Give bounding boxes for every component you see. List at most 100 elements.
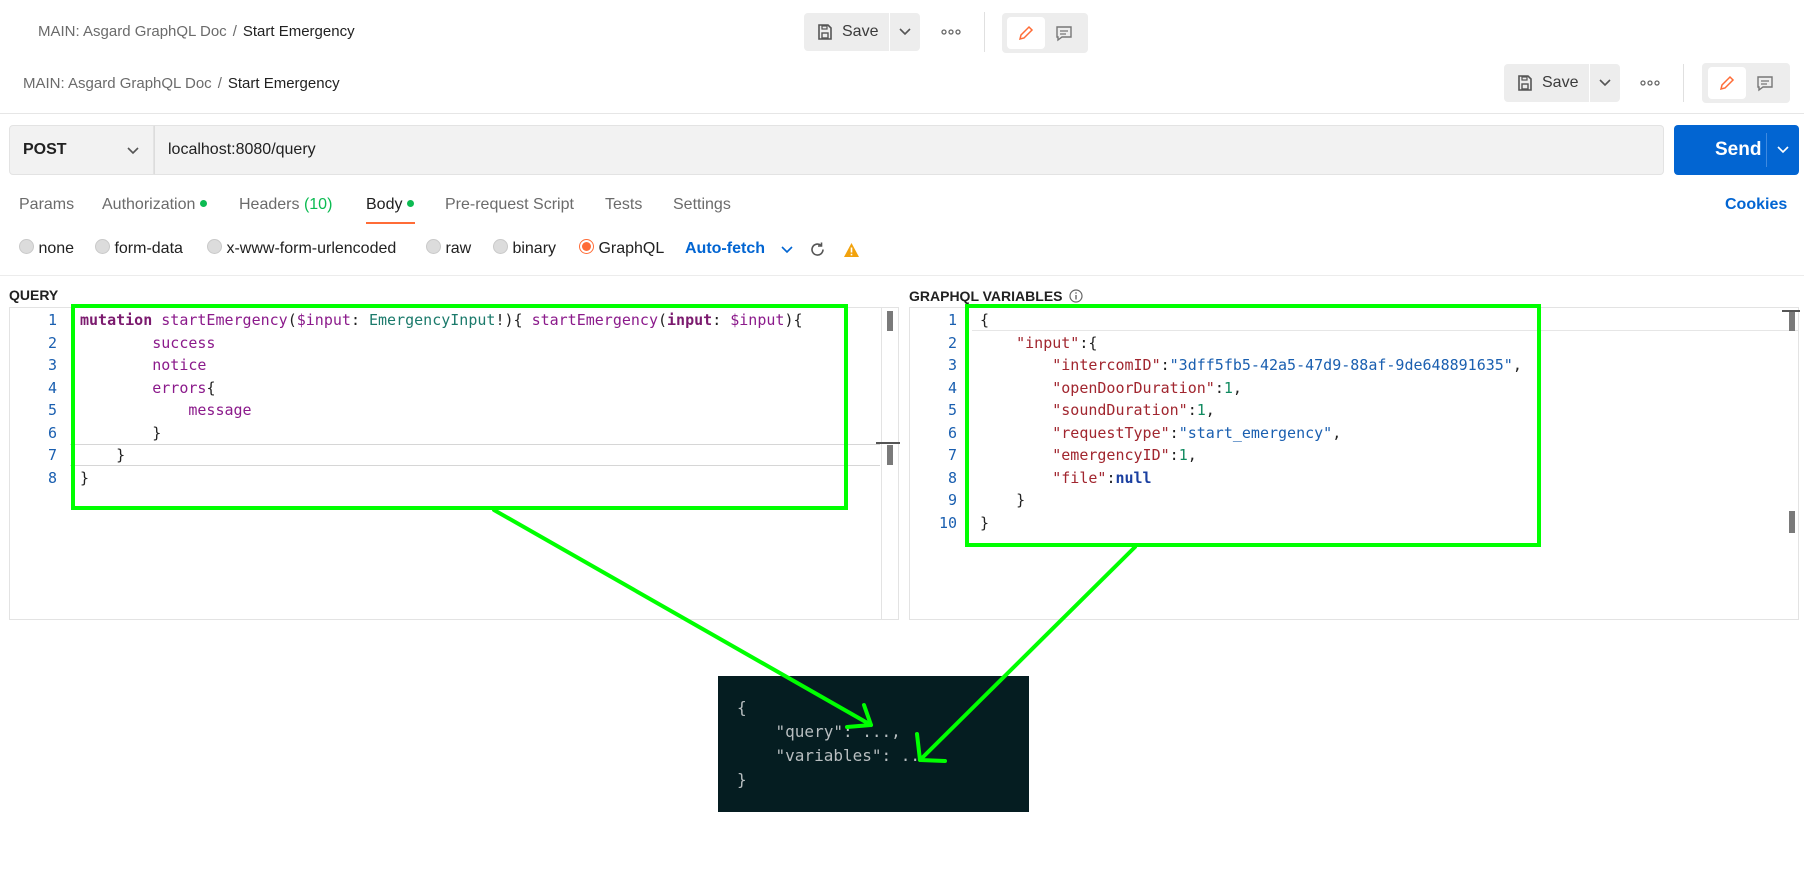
ghost-comment-icon[interactable] [1045,17,1083,49]
active-tab-indicator [366,222,415,224]
code-line: "requestType":"start_emergency", [1052,423,1342,442]
arrow-to-variables [918,545,1137,762]
save-icon [1518,75,1532,91]
comment-icon[interactable] [1746,67,1784,99]
radio-x-www-form-urlencoded[interactable]: x-www-form-urlencoded [207,239,396,258]
line-number: 9 [947,491,957,509]
code-line: "soundDuration":1, [1052,401,1215,419]
variables-highlight-box [965,304,1541,547]
code-line: } [980,513,990,532]
chevron-down-icon [899,28,911,36]
tab-params[interactable]: Params [19,196,75,213]
request-header: MAIN: Asgard GraphQL Doc/Start Emergency… [0,62,1804,114]
line-number: 3 [47,356,57,374]
ghost-collection-name[interactable]: MAIN: Asgard GraphQL Doc [38,23,227,40]
tab-body[interactable]: Body [366,196,415,214]
variables-editor[interactable] [909,307,1800,620]
tab-pre-request-script[interactable]: Pre-request Script [445,196,574,213]
save-button[interactable]: Save [1504,64,1589,102]
line-number: 4 [947,378,957,397]
line-number: 1 [47,311,57,329]
method-select[interactable]: POST [9,125,154,175]
refresh-icon[interactable] [809,241,826,258]
request-name[interactable]: Start Emergency [227,75,340,92]
line-number: 7 [47,446,57,464]
tab-authorization[interactable]: Authorization [102,196,208,214]
divider [1683,64,1684,102]
chevron-down-icon [127,147,139,155]
chevron-down-icon[interactable] [1777,146,1789,154]
request-body-snippet: { "query": ..., "variables": ... } [718,676,1029,812]
ghost-save-button[interactable]: Save [804,13,889,51]
radio-raw[interactable]: raw [426,239,471,258]
send-button[interactable]: Send [1674,125,1799,175]
line-number: 5 [47,401,57,419]
line-number: 3 [947,356,957,374]
query-highlight-box [71,304,848,510]
url-input[interactable]: localhost:8080/query [154,125,1664,175]
tab-settings[interactable]: Settings [673,196,731,213]
info-icon[interactable] [1069,289,1083,303]
query-editor[interactable] [9,307,900,620]
code-line: } [80,423,162,442]
radio-none[interactable]: none [19,239,74,258]
line-number: 6 [947,423,957,442]
code-line: "input":{ [1016,333,1098,352]
edit-icon[interactable] [1708,67,1746,99]
tab-headers[interactable]: Headers (10) [239,196,333,213]
ghost-edit-icon[interactable] [1007,17,1045,49]
arrowhead [915,732,947,763]
code-line: message [188,401,252,419]
more-options-icon[interactable] [1638,76,1662,90]
code-line: errors{ [152,378,216,397]
line-number: 1 [947,311,957,329]
scrollbar[interactable] [1789,511,1795,533]
scrollbar[interactable] [887,445,893,465]
code-line: { [980,311,990,329]
line-number: 7 [947,446,957,464]
mode-toggle[interactable] [1702,63,1790,103]
ghost-save-dropdown[interactable] [890,13,920,51]
status-dot [407,200,415,208]
save-dropdown-button[interactable] [1590,64,1620,102]
tab-tests[interactable]: Tests [605,196,643,213]
chevron-down-icon [1599,79,1611,87]
code-line: "emergencyID":1, [1052,446,1197,464]
line-number: 5 [947,401,957,419]
code-line: "intercomID":"3dff5fb5-42a5-47d9-88af-9d… [1052,356,1522,374]
arrow-to-query [492,508,873,727]
line-number: 8 [47,468,57,487]
breadcrumb: MAIN: Asgard GraphQL Doc/Start Emergency [23,75,340,92]
scrollbar[interactable] [887,311,893,331]
collection-name[interactable]: MAIN: Asgard GraphQL Doc [23,75,212,92]
radio-binary[interactable]: binary [493,239,556,258]
ghost-mode-toggle[interactable] [1002,13,1088,53]
code-line: notice [152,356,207,374]
divider [0,275,1804,276]
line-number: 2 [947,333,957,352]
scrollbar[interactable] [1789,311,1795,331]
radio-graphql[interactable]: GraphQL [579,239,664,258]
snippet-line: } [737,770,747,789]
ghost-header: MAIN: Asgard GraphQL Doc/Start Emergency… [0,0,1804,62]
ghost-more-icon[interactable] [939,25,963,39]
query-label: QUERY [9,287,59,303]
cookies-link[interactable]: Cookies [1725,196,1788,213]
line-number: 10 [938,513,957,532]
auto-fetch-toggle[interactable]: Auto-fetch [685,240,765,257]
line-number: 4 [47,378,57,397]
status-dot [200,200,208,208]
arrowhead [845,703,873,729]
code-line: } [980,491,1026,509]
variables-label: GRAPHQL VARIABLES [909,287,1083,304]
radio-form-data[interactable]: form-data [95,239,183,258]
code-line: "file":null [1052,468,1152,487]
chevron-down-icon[interactable] [781,246,793,254]
ghost-breadcrumb: MAIN: Asgard GraphQL Doc/Start Emergency [38,23,355,40]
save-icon [818,24,832,40]
warning-icon[interactable] [843,242,860,258]
divider [984,12,985,52]
line-number: 6 [47,423,57,442]
snippet-line: { [737,698,747,717]
